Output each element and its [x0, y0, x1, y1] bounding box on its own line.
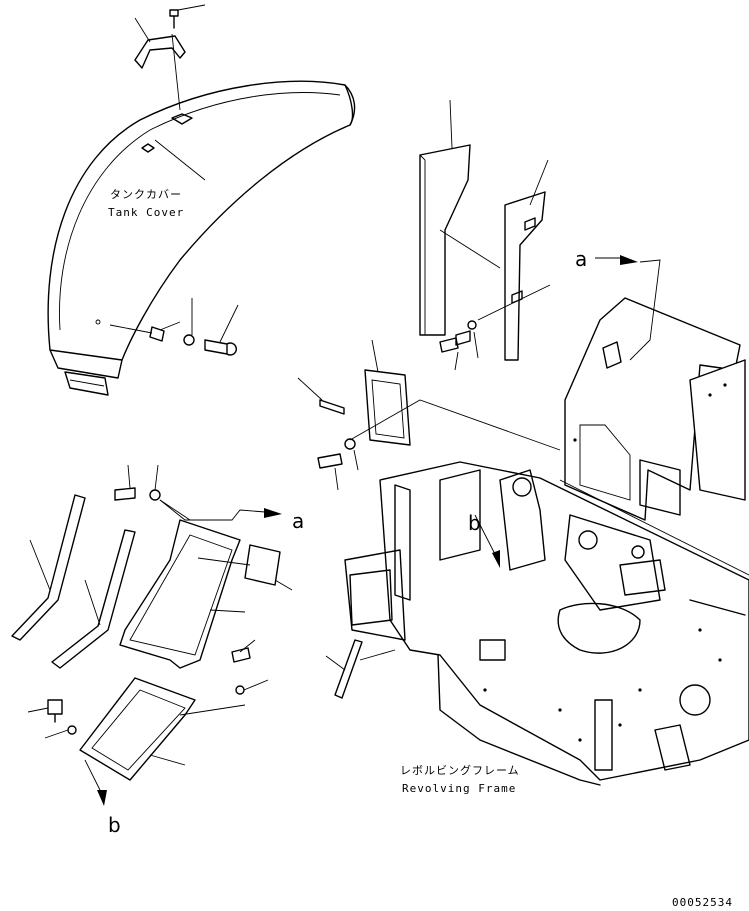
ref-arrow-a-top: a: [575, 247, 661, 361]
tank-cover-bolts: [109, 139, 239, 356]
side-plate-large: [419, 99, 471, 336]
tank-cover-caption: タンクカバー Tank Cover: [108, 188, 184, 219]
ref-arrow-a-mid: a: [159, 499, 304, 533]
ref-arrow-b-bottom: b: [84, 759, 121, 837]
revolving-frame-caption: レボルビングフレーム Revolving Frame: [400, 763, 520, 795]
tank-cover: [47, 80, 356, 379]
tank-cover-bracket: [64, 371, 109, 396]
tank-cover-handle: [134, 4, 206, 125]
frame-seal-strip: [325, 639, 396, 699]
side-plate-bolts: [439, 284, 551, 371]
revolving-frame-label-en: Revolving Frame: [402, 782, 516, 795]
revolving-frame: [344, 461, 749, 786]
bottom-cover-panel: [27, 677, 246, 781]
tank-cover-label-jp: タンクカバー: [110, 188, 182, 201]
ref-arrow-b-frame: b: [468, 511, 500, 568]
center-cover-plate: [297, 339, 561, 491]
rear-cover-box: [564, 297, 746, 521]
ref-label-b-frame: b: [468, 511, 481, 535]
ref-label-b-bottom: b: [108, 813, 121, 837]
side-plate-small: [439, 159, 549, 361]
ref-label-a-mid: a: [292, 509, 304, 533]
lower-cover-panel: [114, 464, 293, 695]
revolving-frame-label-jp: レボルビングフレーム: [400, 763, 520, 777]
seal-strip-2: [51, 529, 136, 669]
drawing-number: 00052534: [672, 896, 733, 909]
ref-label-a-top: a: [575, 247, 587, 271]
tank-cover-label-en: Tank Cover: [108, 206, 184, 219]
seal-strip-1: [11, 494, 86, 641]
